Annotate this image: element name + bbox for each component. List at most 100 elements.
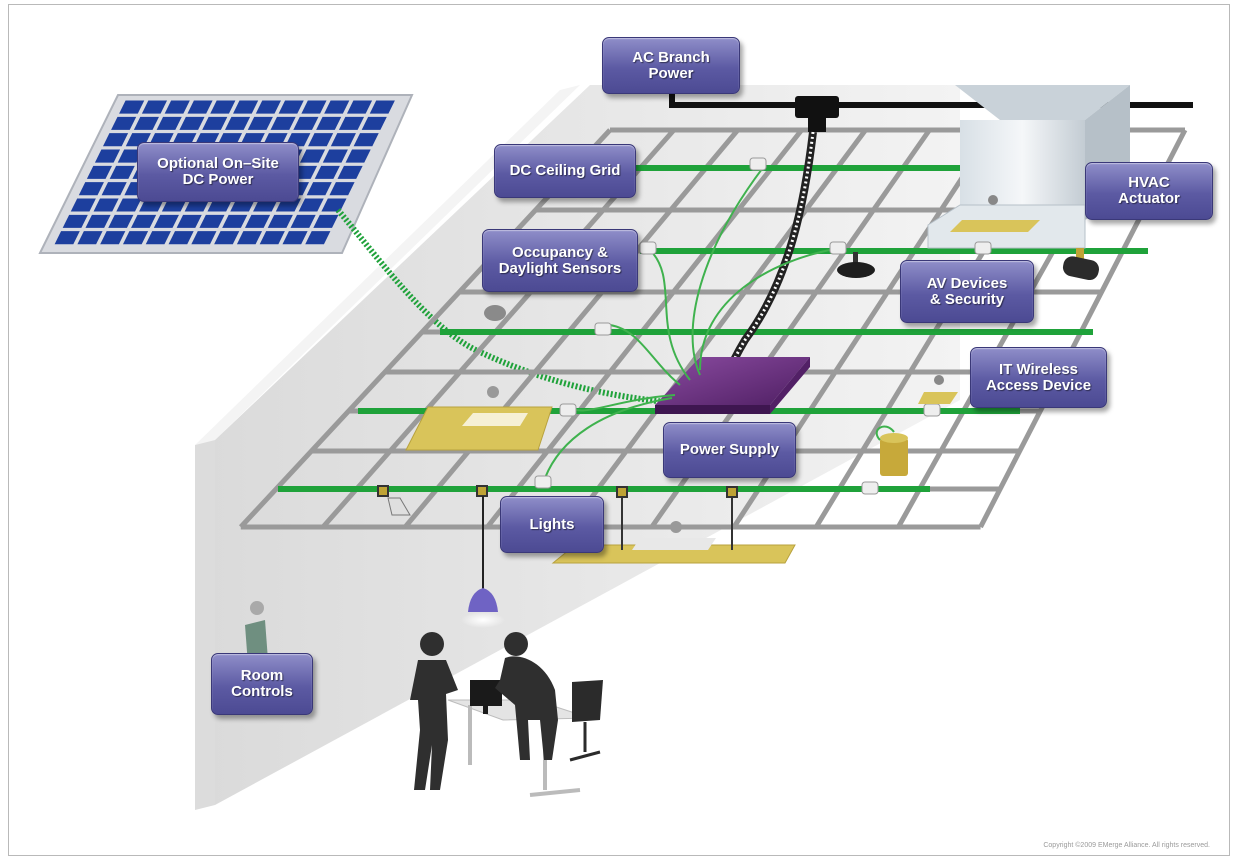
solar-cell [119,100,145,114]
solar-cell [78,182,104,196]
solar-cell [346,100,373,114]
solar-cell [270,116,296,130]
solar-cell [224,116,251,130]
solar-cell [338,116,365,130]
solar-cell [187,100,213,114]
solar-cell [54,231,80,245]
solar-cell [199,214,225,228]
solar-cell [117,149,143,163]
solar-cell [94,149,121,163]
label-text: Room Controls [231,667,293,700]
solar-cell [62,214,88,228]
solar-cell [93,198,119,212]
solar-cell [101,182,127,196]
label-text: Lights [529,515,575,533]
spotlight-icon [387,497,411,516]
pendant-lamp-icon [461,496,505,628]
grid-line [567,128,868,529]
grid-line [403,128,740,529]
solar-cell [210,100,236,114]
label-text: Occupancy & Daylight Sensors [498,243,622,277]
solar-cell [298,198,324,212]
solar-cell [153,214,179,228]
label-text: DC Ceiling Grid [509,162,621,179]
solar-cell [330,133,356,147]
solar-cell [305,231,331,245]
solar-cell [313,214,339,228]
solar-cell [255,100,281,114]
solar-cell [324,100,350,114]
solar-cell [222,214,248,228]
label-av-devices-security: AV Devices & Security [900,260,1034,323]
label-room-controls: Room Controls [211,653,313,715]
chair-icon [569,680,603,762]
solar-cell [111,116,137,130]
solar-cell [259,231,285,245]
wireless-access-icon [918,375,958,404]
solar-cell [70,198,96,212]
ceiling-tiles [405,386,796,564]
label-it-wireless-access-device: IT Wireless Access Device [970,347,1107,408]
people-silhouette-icon [410,632,558,790]
device-cylinder-icon [875,425,908,476]
solar-cell [145,231,171,245]
solar-cell [314,165,340,179]
solar-cell [236,231,263,245]
speaker-icon [837,252,875,278]
solar-cell [329,182,355,196]
solar-cell [353,133,379,147]
label-power-supply: Power Supply [663,422,796,478]
solar-cell [337,165,363,179]
label-ac-branch-power: AC Branch Power [602,37,740,94]
solar-cell [164,100,190,114]
solar-cell [233,100,259,114]
solar-cell [156,116,182,130]
solar-cell [316,116,342,130]
label-text: IT Wireless Access Device [985,360,1092,394]
solar-cell [306,182,332,196]
solar-cell [244,214,271,228]
diagram-frame [8,4,1230,856]
solar-cell [299,149,326,163]
label-dc-ceiling-grid: DC Ceiling Grid [494,144,636,198]
solar-cell [267,214,293,228]
copyright-notice: Copyright ©2009 EMerge Alliance. All rig… [1043,842,1210,849]
label-text: AC Branch Power [632,48,710,82]
label-optional-dc-power: Optional On–Site DC Power [137,142,299,202]
solar-cell [85,214,111,228]
solar-cell [282,231,308,245]
solar-cell [108,214,134,228]
wall [195,85,960,810]
power-supply-icon [655,357,810,414]
solar-cell [176,214,202,228]
solar-cell [133,116,159,130]
solar-cell [131,214,157,228]
solar-cell [293,116,319,130]
solar-cell [86,165,113,179]
solar-cell [361,116,387,130]
solar-cell [290,214,316,228]
label-text: HVAC Actuator [1118,174,1180,207]
solar-cell [141,100,168,114]
label-text: Power Supply [679,441,780,458]
solar-cell [100,231,126,245]
solar-cell [168,231,194,245]
solar-cell [247,116,273,130]
solar-cell [214,231,240,245]
label-lights: Lights [500,496,604,553]
solar-cell [369,100,395,114]
solar-cell [191,231,217,245]
label-text: Optional On–Site DC Power [157,155,279,188]
solar-cell [345,149,371,163]
camera-icon [1062,248,1099,281]
grid-line [485,128,804,529]
solar-cell [322,149,348,163]
solar-cell [109,165,135,179]
solar-cell [122,231,149,245]
solar-cell [278,100,304,114]
solar-cell [301,100,327,114]
solar-cell [308,133,334,147]
light-hangers [377,485,738,550]
